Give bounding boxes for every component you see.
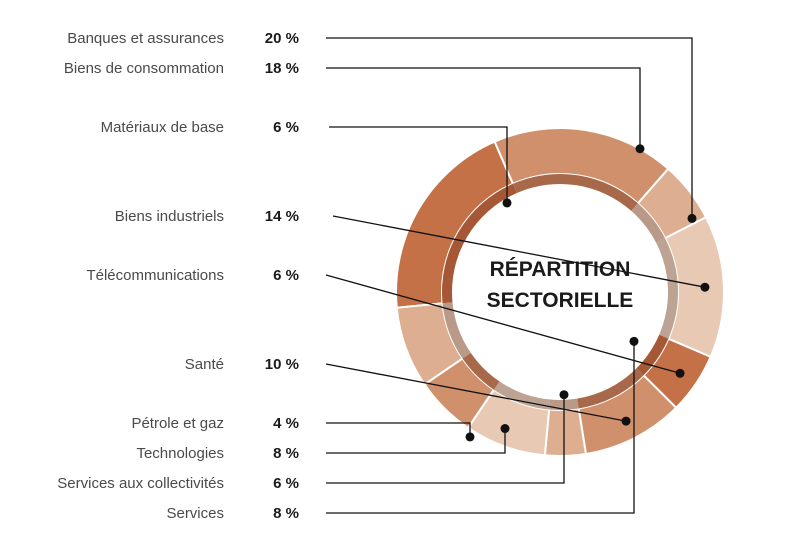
sector-value: 20 % — [265, 30, 299, 47]
leader-line — [325, 363, 627, 422]
leader-line — [326, 394, 565, 484]
sector-name: Matériaux de base — [101, 119, 224, 136]
donut-ring-segment — [512, 174, 638, 211]
donut-ring-segment — [656, 238, 678, 339]
sector-value: 6 % — [273, 267, 299, 284]
donut-ring-segment — [441, 183, 517, 304]
sector-name: Pétrole et gaz — [131, 415, 224, 432]
sector-value: 10 % — [265, 356, 299, 373]
sector-value: 6 % — [273, 475, 299, 492]
leader-line — [329, 126, 508, 203]
leader-dot — [675, 368, 685, 378]
sector-name: Services aux collectivités — [57, 475, 224, 492]
donut-segment — [543, 407, 588, 457]
center-title: RÉPARTITION SECTORIELLE — [487, 258, 634, 312]
sector-name: Biens industriels — [115, 208, 224, 225]
sector-name: Biens de consommation — [64, 60, 224, 77]
leader-dot — [687, 213, 697, 223]
donut-ring-segment — [462, 352, 500, 390]
sector-name: Santé — [185, 356, 224, 373]
sector-value: 4 % — [273, 415, 299, 432]
leader-line — [325, 274, 681, 374]
donut-ring-segment — [577, 368, 644, 409]
sector-value: 8 % — [273, 505, 299, 522]
center-title-line: SECTORIELLE — [487, 289, 634, 312]
leader-dot — [629, 336, 639, 346]
leader-line — [326, 422, 471, 437]
sector-value: 14 % — [265, 208, 299, 225]
leader-dot — [621, 416, 631, 426]
leader-lines — [325, 37, 710, 514]
leader-line — [326, 341, 635, 514]
donut-ring-segment — [631, 203, 666, 243]
leader-line — [326, 428, 506, 454]
leader-dot — [465, 432, 475, 442]
sector-name: Technologies — [136, 445, 224, 462]
leader-line — [332, 215, 706, 288]
sector-name: Banques et assurances — [67, 30, 224, 47]
donut-ring-segment — [442, 302, 471, 359]
leader-dot — [502, 198, 512, 208]
donut-ring-segment — [636, 334, 669, 376]
leader-dot — [559, 390, 569, 400]
donut-segment — [395, 140, 515, 309]
sector-value: 6 % — [273, 119, 299, 136]
sector-name: Services — [166, 505, 224, 522]
leader-dot — [500, 424, 510, 434]
donut-inner-ring — [441, 174, 678, 411]
donut-segments — [395, 127, 725, 457]
sector-value: 18 % — [265, 60, 299, 77]
leader-dot — [700, 282, 710, 292]
center-title-line: RÉPARTITION — [490, 258, 631, 281]
sector-labels: Banques et assurances 20 % Biens de consom… — [57, 30, 299, 522]
donut-ring-segment — [493, 381, 551, 410]
sector-value: 8 % — [273, 445, 299, 462]
donut-segment — [493, 127, 670, 205]
sector-name: Télécommunications — [86, 267, 224, 284]
leader-line — [326, 67, 641, 149]
leader-dot — [635, 144, 645, 154]
leader-line — [326, 37, 693, 219]
